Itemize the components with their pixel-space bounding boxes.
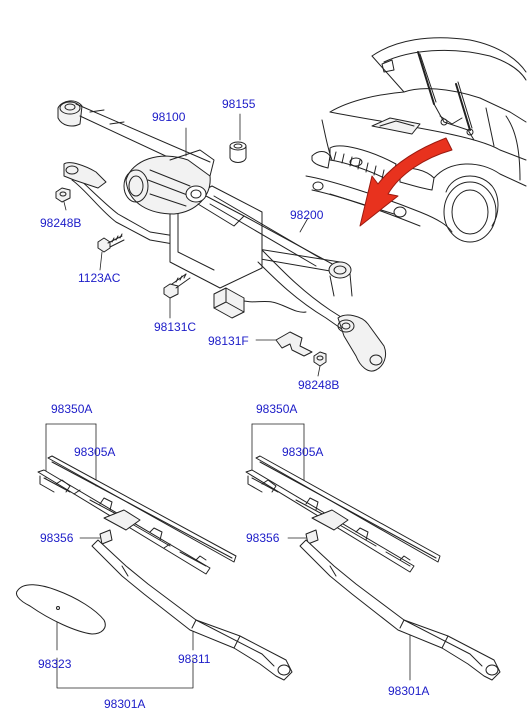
left-wiper-refill — [47, 455, 237, 563]
label-98200[interactable]: 98200 — [290, 208, 324, 222]
bolt-part — [97, 233, 125, 253]
left-wiper-blade — [37, 469, 211, 575]
label-98356-left[interactable]: 98356 — [40, 531, 74, 545]
arrow-indicator — [359, 137, 453, 227]
left-wiper-clip — [99, 529, 113, 545]
bracket-part — [275, 331, 313, 357]
label-98248b-left[interactable]: 98248B — [40, 216, 82, 230]
wiper-linkage-assembly — [57, 100, 387, 372]
label-98305a-right[interactable]: 98305A — [282, 445, 324, 459]
label-98356-right[interactable]: 98356 — [246, 531, 280, 545]
grommet-part — [229, 141, 247, 163]
label-98311[interactable]: 98311 — [178, 652, 211, 666]
label-98301a-right[interactable]: 98301A — [388, 684, 430, 698]
leader-lines — [45, 113, 411, 689]
left-wiper-cap — [16, 584, 106, 635]
motor-connector-part — [213, 287, 245, 319]
label-98301a-left[interactable]: 98301A — [104, 697, 146, 711]
label-98305a-left[interactable]: 98305A — [74, 445, 116, 459]
label-98131f[interactable]: 98131F — [208, 334, 249, 348]
label-98155[interactable]: 98155 — [222, 97, 256, 111]
label-98131c[interactable]: 98131C — [154, 320, 197, 334]
left-wiper-arm — [91, 539, 293, 681]
right-wiper-blade — [245, 469, 415, 573]
car-illustration — [305, 37, 527, 243]
label-1123ac[interactable]: 1123AC — [78, 271, 121, 285]
nut-right-part — [313, 351, 327, 367]
nut-left-part — [55, 187, 71, 203]
motor-bolt-part — [163, 273, 191, 299]
label-98100[interactable]: 98100 — [152, 110, 186, 124]
right-wiper-refill — [255, 455, 441, 563]
right-wiper-arm — [299, 539, 501, 681]
label-98248b-right[interactable]: 98248B — [298, 378, 340, 392]
label-98350a-left[interactable]: 98350A — [51, 402, 93, 416]
label-98323[interactable]: 98323 — [38, 657, 72, 671]
label-98350a-right[interactable]: 98350A — [256, 402, 298, 416]
